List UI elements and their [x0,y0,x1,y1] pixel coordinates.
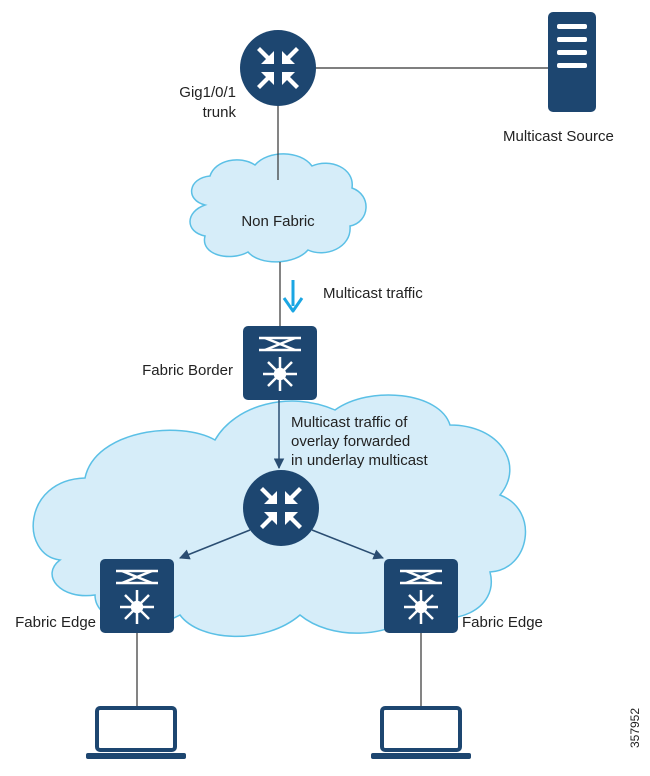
right-edge-switch-icon [384,559,458,633]
right-laptop-icon [371,706,471,759]
interface-name-label: Gig1/0/1 [179,84,236,101]
left-edge-switch-icon [100,559,174,633]
fabric-edge-right-label: Fabric Edge [462,614,543,631]
core-left-edge-arrow [179,529,251,560]
multicast-traffic-label: Multicast traffic [323,285,423,302]
non-fabric-label: Non Fabric [241,213,315,230]
multicast-source-label: Multicast Source [503,128,614,145]
overlay-label-line3: in underlay multicast [291,452,429,469]
overlay-label-line2: overlay forwarded [291,433,410,450]
fabric-edge-left-label: Fabric Edge [15,614,96,631]
border-switch-icon [243,326,317,400]
core-right-edge-arrow [311,529,384,560]
core-router-icon [243,470,319,546]
figure-id-label: 357952 [628,708,642,748]
interface-mode-label: trunk [203,104,237,121]
server-icon [548,12,596,112]
traffic-arrow-icon [282,280,304,313]
overlay-label-line1: Multicast traffic of [291,414,408,431]
left-laptop-icon [86,706,186,759]
router-icon [240,30,316,106]
fabric-border-label: Fabric Border [142,362,233,379]
non-fabric-cloud [189,153,367,263]
